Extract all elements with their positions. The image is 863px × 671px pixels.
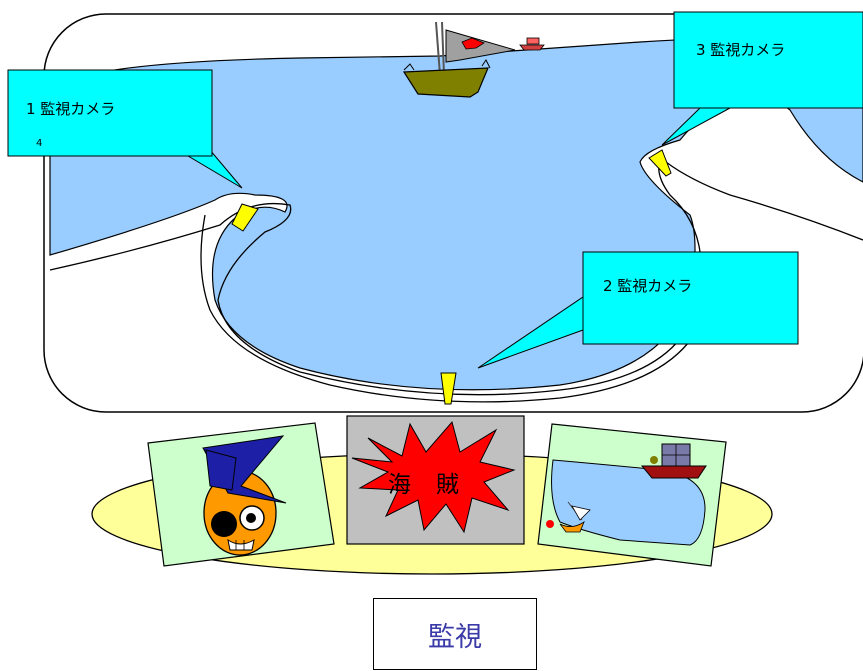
pirate-ship-icon (402, 21, 516, 98)
cargo-ship-icon (640, 443, 707, 479)
small-boat-icon (519, 37, 545, 51)
camera-2-label: 2 監視カメラ (603, 277, 693, 295)
monitor-button-label: 監視 (428, 621, 482, 653)
camera-1-label: 1 監視カメラ (26, 100, 116, 118)
pirate-label: 海 賊 (388, 472, 460, 498)
monitor-button[interactable]: 監視 (373, 598, 537, 670)
camera-icon (231, 203, 259, 232)
camera-3-label: 3 監視カメラ (696, 41, 786, 59)
callout-3-box (673, 11, 863, 109)
explosion-burst-icon (351, 420, 516, 534)
pirate-face-panel (147, 422, 335, 567)
lower-shoreline (200, 214, 711, 403)
small-pirate-boat-icon (546, 501, 591, 533)
camera-icon (648, 149, 672, 177)
callout-2-box (582, 251, 799, 345)
camera-1-fragment: 4 (36, 138, 43, 149)
pirate-face-icon (202, 435, 287, 556)
right-shoreline (665, 161, 863, 241)
camera-icon (440, 372, 457, 405)
callout-1-box (7, 69, 213, 157)
pirate-alert-panel (346, 415, 525, 545)
camera-view-panel (537, 423, 727, 567)
